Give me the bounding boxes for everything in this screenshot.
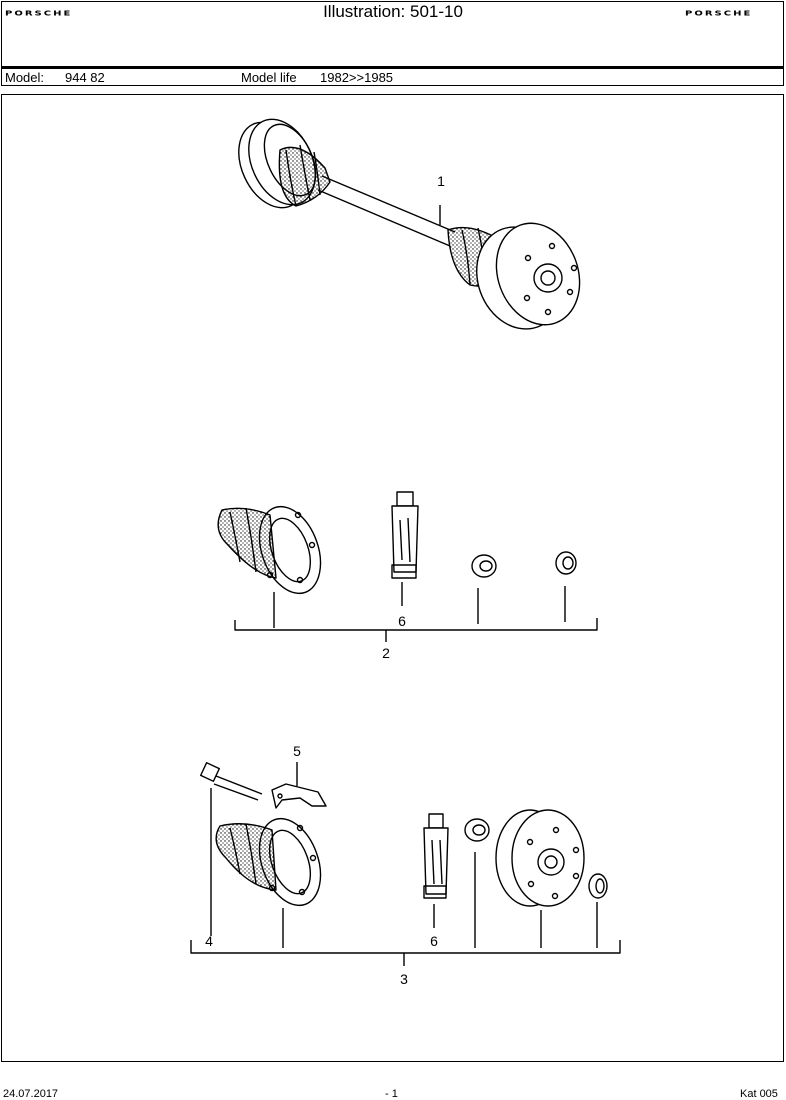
footer-date: 24.07.2017 xyxy=(3,1088,59,1100)
footer-catalog: Kat 005 xyxy=(740,1088,778,1100)
illustration-frame xyxy=(1,94,784,1062)
brand-logo-right: PORSCHE xyxy=(685,10,753,18)
callout-1: 1 xyxy=(437,173,445,189)
model-bar: Model: 944 82 Model life 1982>>1985 xyxy=(1,67,784,86)
model-value: 944 82 xyxy=(65,70,105,85)
drive-shaft-assembly xyxy=(238,118,581,330)
callout-2: 2 xyxy=(382,645,390,661)
callout-5: 5 xyxy=(293,743,301,759)
callout-4: 4 xyxy=(205,933,213,949)
illustration-title: Illustration: 501-10 xyxy=(323,2,463,21)
callout-6-group3: 6 xyxy=(430,933,438,949)
header-box xyxy=(1,1,784,67)
model-label: Model: xyxy=(5,70,45,85)
footer-page-number: - 1 xyxy=(385,1088,398,1100)
callout-3: 3 xyxy=(400,971,408,987)
callout-6-group2: 6 xyxy=(398,613,406,629)
repair-kit-group xyxy=(190,761,621,966)
boot-kit-group xyxy=(217,491,598,642)
model-life-label: Model life xyxy=(241,70,297,85)
model-life-value: 1982>>1985 xyxy=(320,70,394,85)
brand-logo-left: PORSCHE xyxy=(5,10,73,18)
